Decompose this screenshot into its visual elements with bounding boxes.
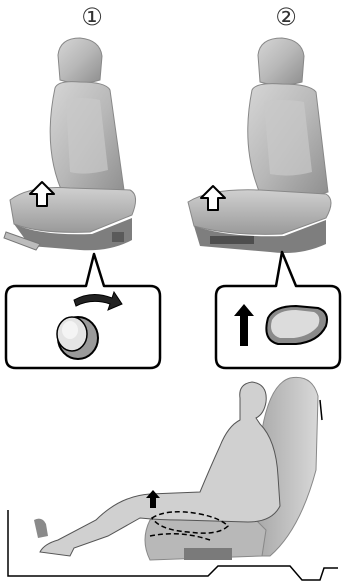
callout-2-lever-detail [216, 252, 340, 368]
callout-1-knob-detail [6, 254, 160, 368]
seat-2 [188, 38, 331, 253]
seat-2-headrest [258, 38, 304, 85]
seat-1-headrest [58, 38, 102, 83]
seat-1 [4, 38, 136, 250]
knob-icon [57, 317, 98, 359]
seated-occupant-scene [8, 377, 338, 580]
